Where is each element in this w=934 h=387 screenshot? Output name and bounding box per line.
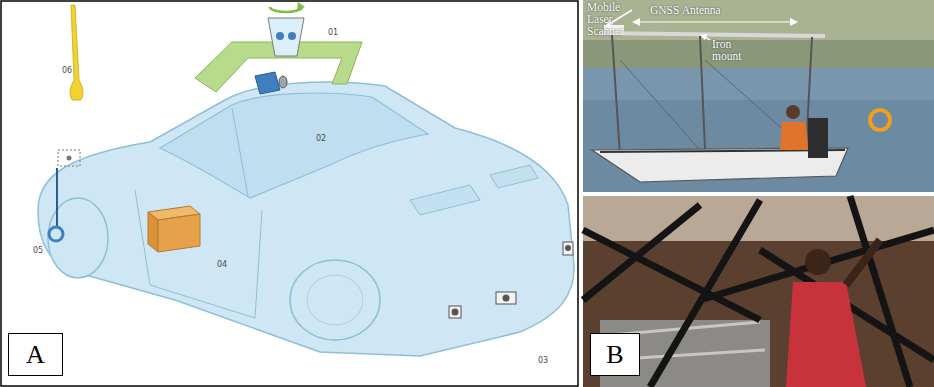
panel-frame: [1, 1, 578, 386]
arrowhead: [632, 18, 798, 26]
person-arm: [846, 240, 880, 285]
callout-number: 06: [62, 66, 82, 75]
scanner-lens: [276, 32, 284, 40]
photo-background: [583, 196, 934, 387]
sensor-lens: [503, 295, 510, 302]
gnss-dot: [67, 156, 72, 161]
front-sensor: [496, 292, 516, 304]
red-shirt: [786, 282, 866, 387]
callout-number: 04: [217, 260, 237, 269]
callout-number: 01: [328, 28, 348, 37]
water: [583, 68, 934, 192]
photo-label: GNSS Antenna: [650, 4, 740, 16]
panel-label: B: [590, 333, 640, 376]
gnss-module: [58, 150, 80, 166]
camera-lens: [279, 76, 287, 88]
photo-label: Iron mount: [712, 38, 748, 62]
person-head: [805, 249, 831, 275]
life-ring: [870, 110, 890, 130]
car-body: [38, 82, 574, 356]
photo-label: Mobile Laser Scanner: [587, 1, 635, 37]
person-head: [786, 105, 800, 119]
steel-frame: [583, 196, 934, 387]
panel-label: A: [8, 333, 63, 376]
water: [583, 100, 934, 192]
arrowhead: [700, 34, 707, 40]
front-sensor: [449, 306, 461, 318]
mount-wire: [620, 60, 806, 150]
front-sensor: [563, 242, 573, 255]
sensor-lens: [565, 245, 571, 251]
camera-box: [255, 72, 280, 94]
computer-box-front: [158, 214, 200, 252]
wheel-hub: [307, 275, 363, 325]
callout-number: 03: [538, 356, 558, 365]
panel-letter: A: [26, 340, 45, 370]
photo-gap: [583, 192, 934, 196]
iron-mount-bar: [600, 33, 825, 36]
front-wheel: [290, 260, 380, 340]
wheel-sensor-rod: [56, 168, 58, 228]
scanner-lens: [288, 32, 296, 40]
hood-vent: [410, 185, 480, 215]
photo-foliage: [583, 0, 934, 40]
photo-background: [583, 0, 934, 192]
door-line: [135, 190, 262, 318]
computer-box-side: [148, 212, 158, 252]
car-window: [160, 93, 428, 198]
panel-letter: B: [606, 340, 623, 370]
outboard-motor: [808, 118, 828, 158]
wheel-encoder: [49, 227, 63, 241]
sensor-lens: [452, 309, 459, 316]
rotation-arrowhead: [297, 2, 305, 10]
callout-number: 02: [316, 134, 336, 143]
leader-arrow: [638, 21, 792, 22]
laser-scanner: [268, 18, 304, 56]
gnss-antenna: [70, 5, 83, 100]
life-vest: [780, 122, 808, 150]
iron-mount-post: [612, 35, 812, 155]
hood-vent: [490, 165, 538, 188]
window-pillar: [232, 108, 248, 196]
callout-number: 05: [33, 246, 53, 255]
